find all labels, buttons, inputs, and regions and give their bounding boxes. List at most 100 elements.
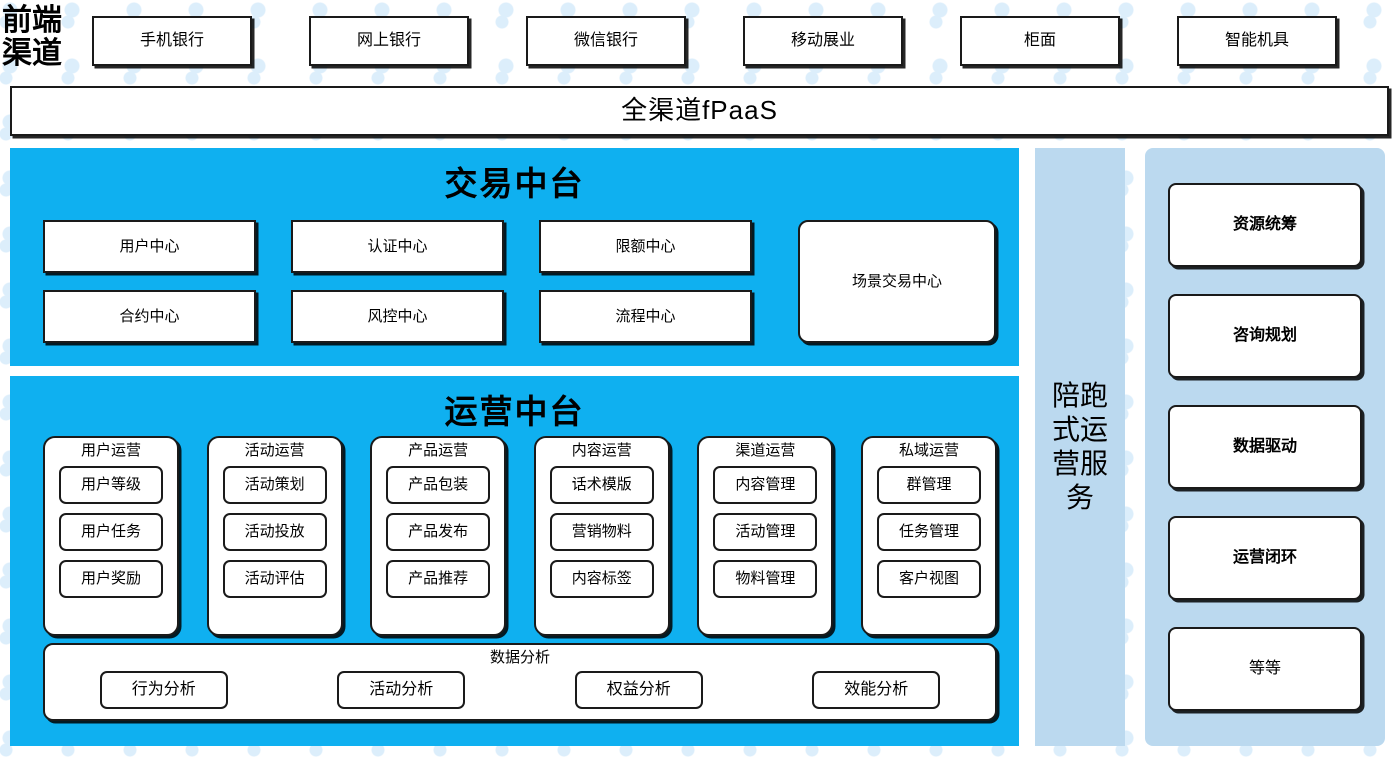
ops-group-content[interactable]: 内容运营 话术模版 营销物料 内容标签 [533, 436, 670, 636]
ops-item[interactable]: 内容标签 [549, 559, 654, 598]
fpaas-label: 全渠道fPaaS [621, 95, 778, 126]
trade-center-auth[interactable]: 认证中心 [291, 220, 504, 273]
ops-group-activity[interactable]: 活动运营 活动策划 活动投放 活动评估 [206, 436, 343, 636]
trade-center-user[interactable]: 用户中心 [43, 220, 256, 273]
ops-item-label: 用户等级 [80, 475, 141, 493]
ops-item-label: 内容管理 [735, 475, 796, 493]
data-analysis-item-label: 行为分析 [131, 681, 196, 699]
front-channel-label-line1: 前端 [2, 4, 62, 37]
trade-center-label: 合约中心 [119, 307, 180, 325]
data-analysis-items: 行为分析 活动分析 权益分析 效能分析 [45, 671, 995, 710]
trade-center-label: 用户中心 [119, 237, 180, 255]
ops-item[interactable]: 产品包装 [386, 465, 491, 504]
ops-item-label: 任务管理 [898, 522, 959, 540]
ops-item-label: 活动评估 [244, 569, 305, 587]
fpaas-bar[interactable]: 全渠道fPaaS [10, 86, 1389, 136]
capability-label: 咨询规划 [1232, 326, 1297, 344]
channel-label: 微信银行 [573, 31, 638, 49]
ops-item-label: 用户任务 [80, 522, 141, 540]
data-analysis-item[interactable]: 活动分析 [337, 671, 466, 710]
ops-item-label: 活动投放 [244, 522, 305, 540]
ops-item[interactable]: 内容管理 [713, 465, 818, 504]
ops-item[interactable]: 产品发布 [386, 512, 491, 551]
channel-label: 智能机具 [1224, 31, 1289, 49]
channel-box-mobile-business[interactable]: 移动展业 [743, 16, 903, 66]
ops-item[interactable]: 产品推荐 [386, 559, 491, 598]
capability-etc[interactable]: 等等 [1168, 627, 1362, 711]
channel-row: 手机银行 网上银行 微信银行 移动展业 柜面 智能机具 [92, 16, 1390, 66]
channel-label: 网上银行 [356, 31, 421, 49]
data-analysis-title: 数据分析 [489, 649, 550, 666]
ops-item[interactable]: 任务管理 [876, 512, 981, 551]
data-analysis-item[interactable]: 权益分析 [574, 671, 703, 710]
ops-item[interactable]: 客户视图 [876, 559, 981, 598]
ops-group-user[interactable]: 用户运营 用户等级 用户任务 用户奖励 [43, 436, 179, 636]
ops-group-title: 用户运营 [80, 442, 141, 459]
ops-group-title: 私域运营 [898, 442, 959, 459]
capability-data-driven[interactable]: 数据驱动 [1168, 405, 1362, 489]
trade-center-label: 流程中心 [615, 307, 676, 325]
data-analysis-item-label: 权益分析 [606, 681, 671, 699]
ops-item-label: 内容标签 [571, 569, 632, 587]
ops-item-label: 客户视图 [898, 569, 959, 587]
channel-box-counter[interactable]: 柜面 [960, 16, 1120, 66]
channel-box-smart-machine[interactable]: 智能机具 [1177, 16, 1337, 66]
front-channel-label-line2: 渠道 [2, 37, 62, 70]
ops-item[interactable]: 活动投放 [222, 512, 327, 551]
ops-item[interactable]: 活动评估 [222, 559, 327, 598]
channel-box-mobile-bank[interactable]: 手机银行 [92, 16, 252, 66]
ops-item-label: 活动策划 [244, 475, 305, 493]
data-analysis-box[interactable]: 数据分析 行为分析 活动分析 权益分析 效能分析 [43, 643, 997, 721]
trade-center-process[interactable]: 流程中心 [539, 290, 752, 343]
accompanying-service-column: 陪跑式运营服务 [1035, 148, 1125, 746]
ops-item[interactable]: 营销物料 [549, 512, 654, 551]
trade-center-risk[interactable]: 风控中心 [291, 290, 504, 343]
trade-center-label: 认证中心 [367, 237, 428, 255]
ops-item[interactable]: 用户奖励 [59, 559, 163, 598]
trade-platform-title: 交易中台 [444, 167, 585, 203]
data-analysis-item[interactable]: 效能分析 [812, 671, 941, 710]
capability-label: 资源统筹 [1232, 215, 1297, 233]
channel-box-wechat-bank[interactable]: 微信银行 [526, 16, 686, 66]
channel-label: 移动展业 [790, 31, 855, 49]
ops-platform-panel: 运营中台 用户运营 用户等级 用户任务 用户奖励 活动运营 活动策划 活动投放 … [10, 376, 1019, 746]
ops-group-product[interactable]: 产品运营 产品包装 产品发布 产品推荐 [370, 436, 507, 636]
channel-box-online-bank[interactable]: 网上银行 [309, 16, 469, 66]
data-analysis-item-label: 效能分析 [844, 681, 909, 699]
ops-item[interactable]: 用户等级 [59, 465, 163, 504]
ops-item[interactable]: 物料管理 [713, 559, 818, 598]
ops-group-title: 渠道运营 [735, 442, 796, 459]
capability-resource-coordination[interactable]: 资源统筹 [1168, 183, 1362, 267]
ops-group-row: 用户运营 用户等级 用户任务 用户奖励 活动运营 活动策划 活动投放 活动评估 … [43, 436, 997, 636]
ops-item[interactable]: 用户任务 [59, 512, 163, 551]
data-analysis-item[interactable]: 行为分析 [99, 671, 228, 710]
ops-item-label: 营销物料 [571, 522, 632, 540]
ops-item-label: 物料管理 [735, 569, 796, 587]
trade-center-scene[interactable]: 场景交易中心 [798, 220, 996, 343]
trade-center-limit[interactable]: 限额中心 [539, 220, 752, 273]
ops-item-label: 产品包装 [408, 475, 469, 493]
ops-item[interactable]: 活动策划 [222, 465, 327, 504]
capability-label: 运营闭环 [1232, 548, 1297, 566]
ops-item-label: 群管理 [906, 475, 952, 493]
capability-column: 资源统筹 咨询规划 数据驱动 运营闭环 等等 [1145, 148, 1385, 746]
ops-group-private-domain[interactable]: 私域运营 群管理 任务管理 客户视图 [860, 436, 997, 636]
capability-ops-closed-loop[interactable]: 运营闭环 [1168, 516, 1362, 600]
ops-group-channel[interactable]: 渠道运营 内容管理 活动管理 物料管理 [697, 436, 834, 636]
ops-item-label: 用户奖励 [80, 569, 141, 587]
ops-item[interactable]: 话术模版 [549, 465, 654, 504]
trade-center-contract[interactable]: 合约中心 [43, 290, 256, 343]
accompanying-service-label: 陪跑式运营服务 [1051, 380, 1108, 513]
ops-item[interactable]: 活动管理 [713, 512, 818, 551]
channel-label: 柜面 [1023, 31, 1056, 49]
capability-consulting-planning[interactable]: 咨询规划 [1168, 294, 1362, 378]
data-analysis-item-label: 活动分析 [369, 681, 434, 699]
trade-center-label: 风控中心 [367, 307, 428, 325]
front-channel-label: 前端 渠道 [2, 4, 86, 72]
channel-label: 手机银行 [139, 31, 204, 49]
trade-center-label: 场景交易中心 [851, 272, 942, 290]
ops-item-label: 活动管理 [735, 522, 796, 540]
ops-item[interactable]: 群管理 [876, 465, 981, 504]
ops-group-title: 活动运营 [244, 442, 305, 459]
